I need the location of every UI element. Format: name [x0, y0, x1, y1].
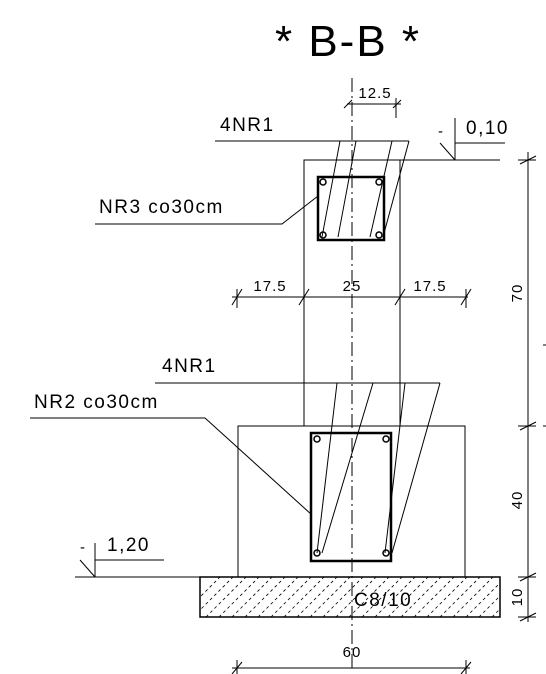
- bottom-level-value: 1,20: [107, 535, 150, 556]
- right-offset-value: 17.5: [413, 278, 446, 295]
- hatch-line: [439, 577, 481, 617]
- footing-width-value: 60: [343, 644, 362, 661]
- top-stirrup-leader: [95, 195, 319, 225]
- footing-height-value: 40: [509, 491, 526, 510]
- hatch-line: [426, 577, 468, 617]
- bottom-stirrup-label: NR2 co30cm: [34, 392, 159, 413]
- hatch-line: [413, 577, 455, 617]
- column-width-value: 25: [343, 278, 362, 295]
- top-level-marker: [439, 118, 505, 161]
- hatch-line: [200, 577, 234, 611]
- footing-stirrup: [309, 431, 393, 563]
- column-rebar: [375, 231, 383, 239]
- top-rebar-label: 4NR1: [220, 115, 275, 136]
- hatch-line: [452, 577, 494, 617]
- column-rebar: [319, 178, 327, 186]
- column-height-value: 70: [509, 284, 526, 303]
- hatch-line: [257, 577, 299, 617]
- hatch-line: [309, 577, 351, 617]
- column-rebar: [375, 178, 383, 186]
- hatch-line: [270, 577, 312, 617]
- column-stirrup: [316, 175, 386, 242]
- blinding-layer: [199, 576, 501, 618]
- top-stirrup-label: NR3 co30cm: [99, 197, 224, 218]
- hatch-line: [205, 577, 247, 617]
- vertical-dimension-chain: [518, 152, 546, 622]
- horizontal-dimension-chain: [231, 288, 472, 308]
- footing-width-dimension: [231, 660, 472, 674]
- bottom-stirrup-leader: [30, 417, 313, 516]
- hatch-line: [244, 577, 286, 617]
- top-level-sign: -: [438, 123, 444, 140]
- footing-rebar: [313, 435, 321, 443]
- top-rebar-leader: [215, 140, 410, 238]
- hatch-line: [231, 577, 273, 617]
- hatch-line: [296, 577, 338, 617]
- total-height-value: 110: [543, 357, 546, 384]
- bottom-rebar-label: 4NR1: [162, 356, 217, 377]
- footing-rebar: [382, 549, 390, 557]
- footing-rebar: [382, 435, 390, 443]
- left-offset-value: 17.5: [253, 278, 286, 295]
- concrete-grade-label: C8/10: [354, 590, 412, 611]
- section-title: * B-B *: [275, 17, 421, 66]
- rebar-spacing-value: 12.5: [358, 85, 391, 102]
- rebar-spacing-dimension: [343, 98, 402, 118]
- hatch-line: [218, 577, 260, 617]
- bottom-level-marker: [79, 543, 164, 578]
- bottom-rebar-leader: [155, 382, 441, 554]
- blinding-height-value: 10: [509, 588, 526, 607]
- top-level-value: 0,10: [466, 118, 509, 139]
- bottom-level-sign: -: [80, 539, 86, 556]
- hatch-line: [283, 577, 325, 617]
